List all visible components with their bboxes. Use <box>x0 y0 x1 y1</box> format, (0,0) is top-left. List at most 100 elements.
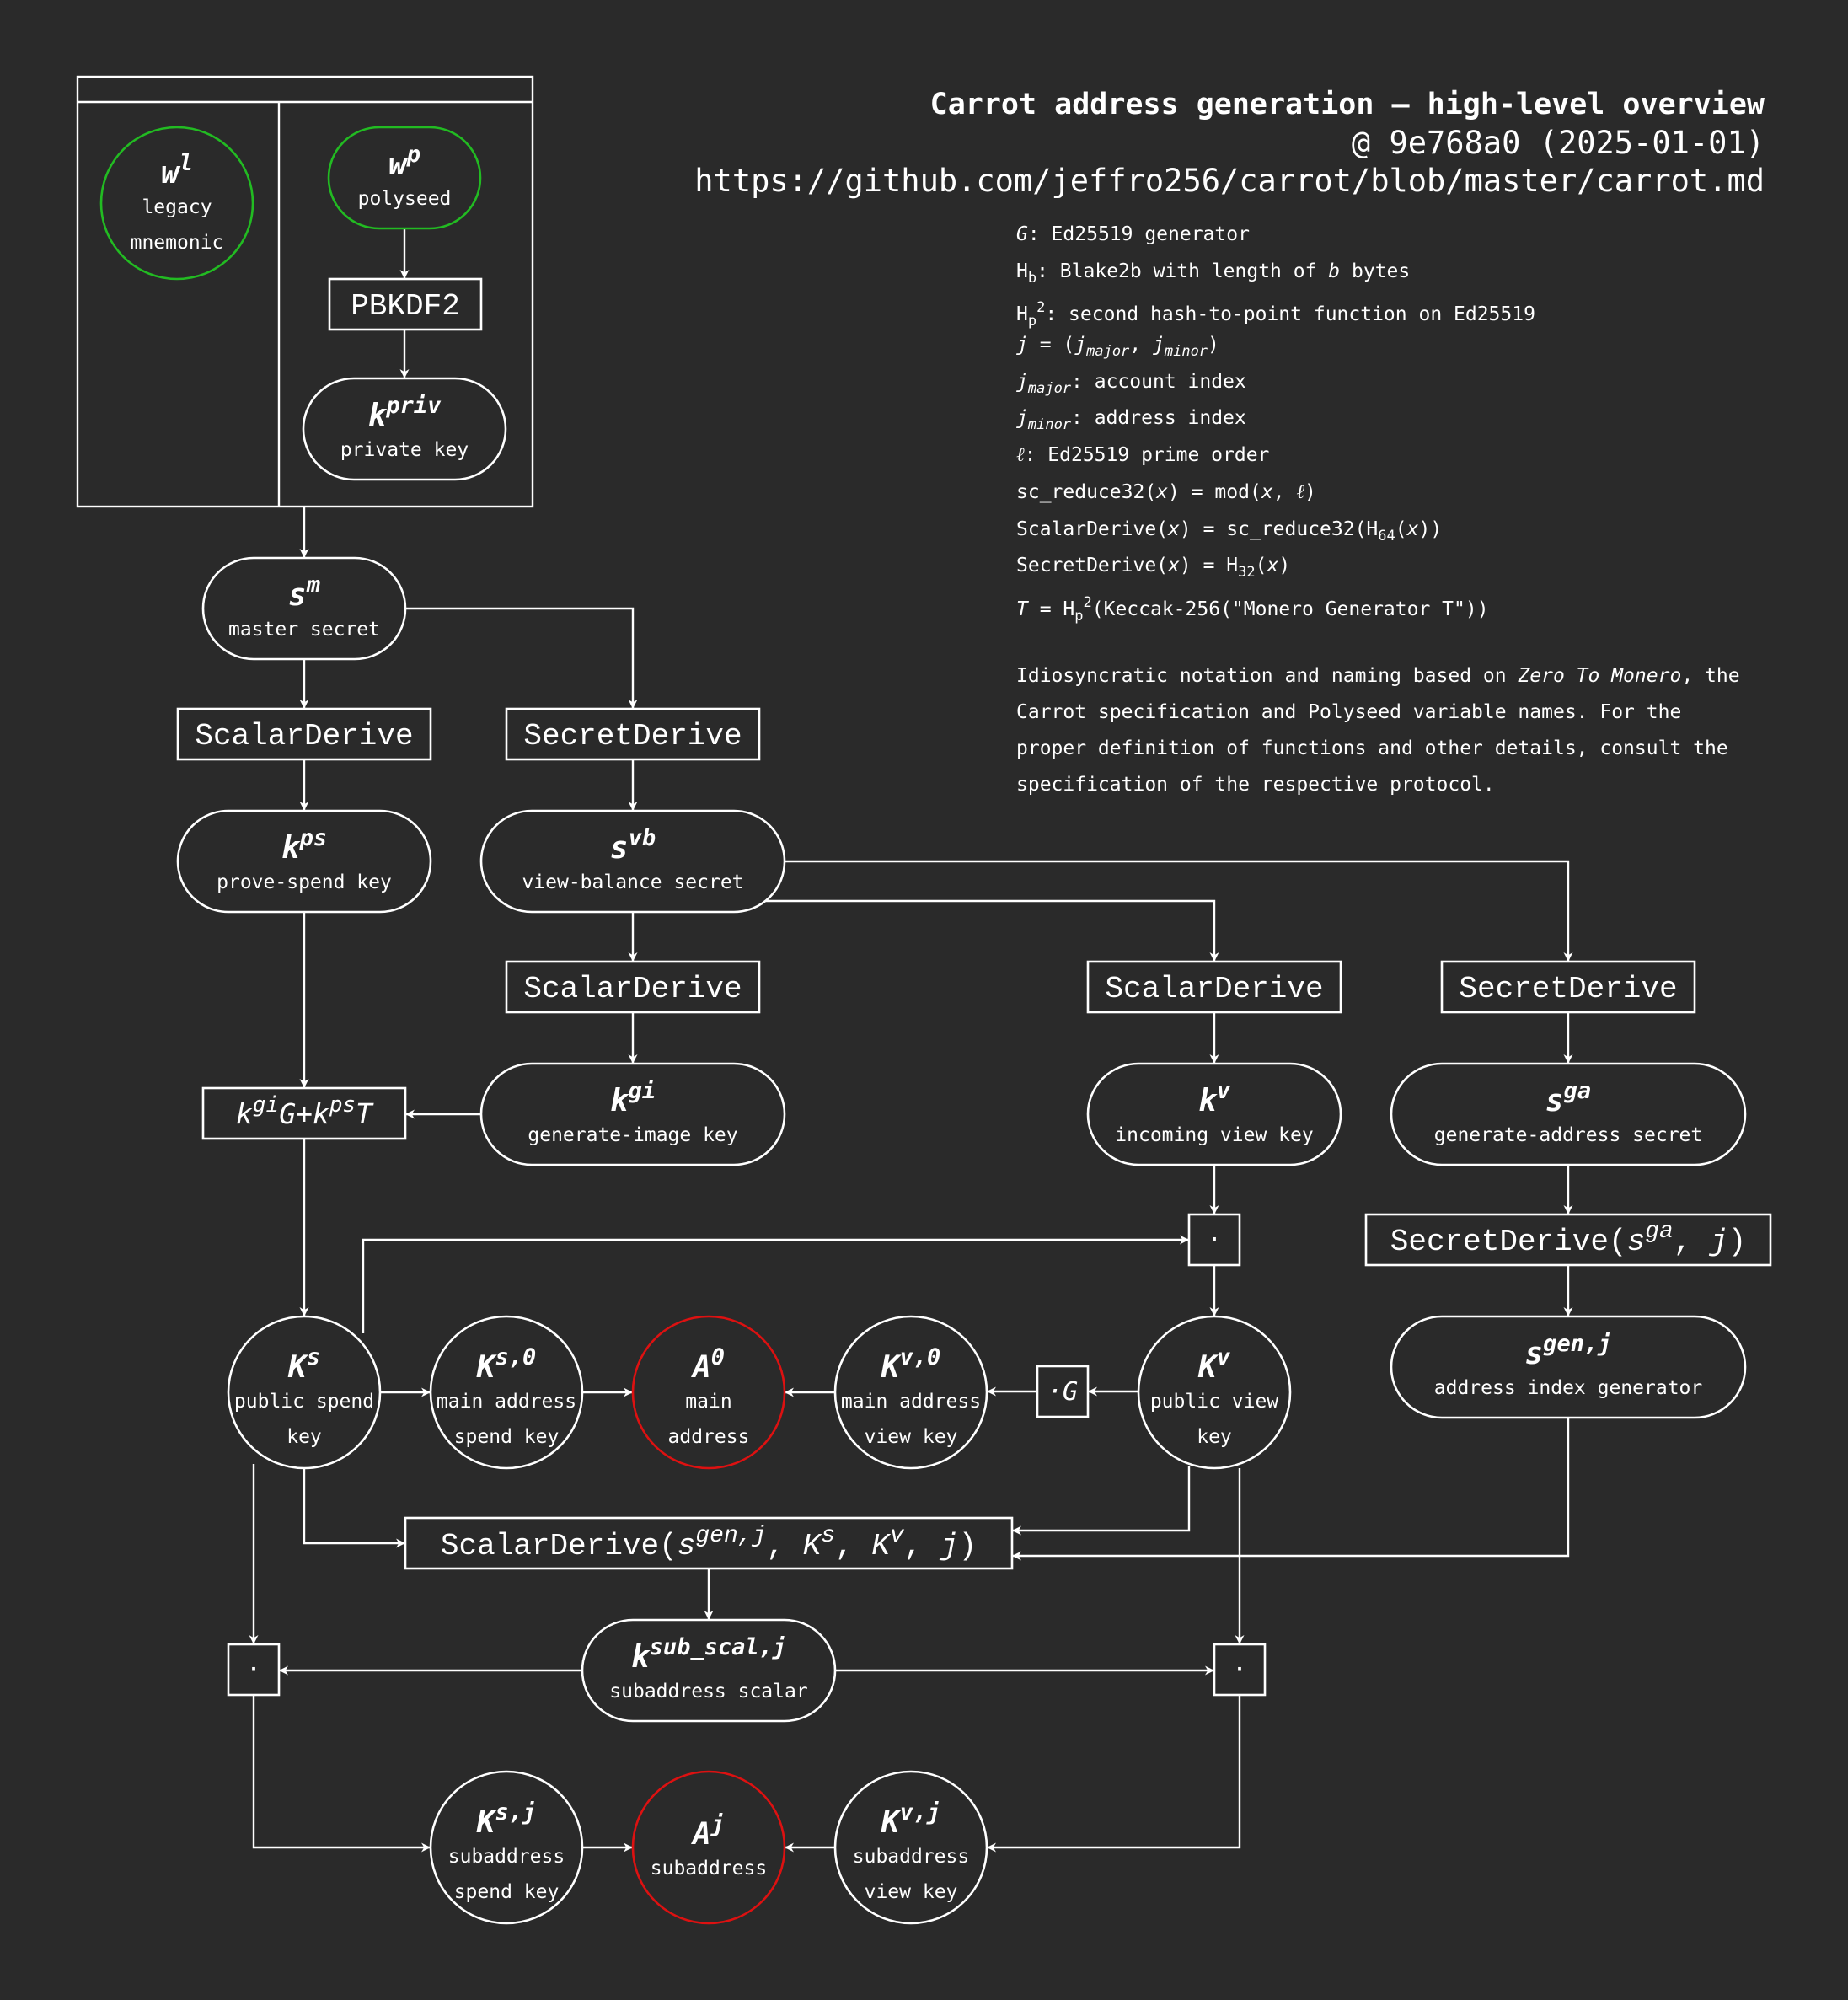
node-symbol: Kv <box>1197 1344 1231 1385</box>
node-label: private key <box>340 439 469 461</box>
node-label: generate-image key <box>528 1124 737 1146</box>
node-sm <box>201 556 407 661</box>
node-label: mnemonic <box>131 232 224 254</box>
notation-legend: G: Ed25519 generator Hb: Blake2b with le… <box>1016 222 1740 808</box>
node-label: view key <box>865 1881 958 1903</box>
flow-arrow <box>1012 1466 1191 1536</box>
image-key-combine-box <box>201 1086 407 1140</box>
multiply-box <box>227 1643 281 1697</box>
scalar-derive-box <box>176 707 432 761</box>
flow-arrow <box>405 607 638 709</box>
secret-derive-box <box>1440 960 1696 1014</box>
scalar-derive-box-label: ScalarDerive <box>1105 972 1323 1006</box>
node-label: subaddress <box>853 1846 969 1868</box>
secret-derive-box-label: SecretDerive <box>1459 972 1677 1006</box>
legend-line-j: j = (jmajor, jminor) <box>1016 334 1219 361</box>
pbkdf2-box <box>328 277 483 331</box>
scalar-derive-box-label: ScalarDerive <box>523 972 742 1006</box>
node-label: subaddress <box>651 1858 767 1879</box>
node-label: address <box>668 1426 750 1448</box>
node-label: subaddress <box>448 1846 565 1868</box>
node-label: generate-address secret <box>1434 1124 1703 1146</box>
multiply-box <box>1187 1213 1241 1267</box>
node-label: key <box>1197 1426 1232 1448</box>
multiply-generator-box-label: ·G <box>1047 1377 1078 1407</box>
legend-line-hb: Hb: Blake2b with length of b bytes <box>1016 260 1411 287</box>
notes-line: Carrot specification and Polyseed variab… <box>1016 700 1682 723</box>
legend-line-order: ℓ: Ed25519 prime order <box>1016 444 1270 467</box>
flow-arrow <box>987 1695 1241 1853</box>
node-symbol: Ks,0 <box>476 1344 536 1385</box>
node-symbol: kps <box>281 825 327 866</box>
node-symbol: kv <box>1198 1078 1231 1118</box>
node-symbol: Ks <box>287 1344 320 1385</box>
node-Kv0 <box>833 1315 988 1470</box>
secret-derive-sga-box <box>1364 1213 1772 1267</box>
flow-arrow <box>303 1468 405 1548</box>
node-Kvj <box>833 1770 988 1925</box>
node-label: legacy <box>142 196 212 218</box>
legend-line-generator: G: Ed25519 generator <box>1016 223 1250 245</box>
scalar-derive-box-label: ScalarDerive <box>195 719 413 753</box>
node-label: spend key <box>454 1426 560 1448</box>
node-wl <box>99 126 254 281</box>
node-Ks0 <box>429 1315 584 1470</box>
legend-line-t: T = Hp2(Keccak-256("Monero Generator T")… <box>1016 593 1489 625</box>
node-symbol: wp <box>388 142 420 182</box>
node-symbol: ksub_scal,j <box>631 1634 786 1675</box>
node-label: public spend <box>234 1391 374 1413</box>
node-Aj <box>631 1770 786 1925</box>
node-label: master secret <box>228 619 380 641</box>
legend-line-jminor: jminor: address index <box>1016 407 1246 434</box>
node-symbol: A0 <box>691 1344 725 1385</box>
node-symbol: Kv,0 <box>881 1344 940 1385</box>
node-symbol: sga <box>1545 1078 1591 1118</box>
notes-line: specification of the respective protocol… <box>1016 773 1495 796</box>
flow-arrow <box>751 899 1219 962</box>
node-svb <box>479 809 786 914</box>
legend-line-jmajor: jmajor: account index <box>1016 370 1246 397</box>
notes-paragraph: Idiosyncratic notation and naming based … <box>1016 663 1740 808</box>
notes-line: proper definition of functions and other… <box>1016 737 1728 759</box>
node-label: main <box>685 1391 731 1413</box>
secret-derive-box-label: SecretDerive <box>523 719 742 753</box>
node-Kv <box>1137 1315 1292 1470</box>
node-label: public view <box>1150 1391 1278 1413</box>
node-sgenj <box>1390 1315 1747 1419</box>
scalar-derive-box <box>505 960 761 1014</box>
node-symbol: sm <box>288 572 320 613</box>
node-label: key <box>287 1426 322 1448</box>
node-ksub <box>581 1618 837 1723</box>
node-symbol: kpriv <box>368 393 442 433</box>
node-label: spend key <box>454 1881 560 1903</box>
node-label: prove-spend key <box>217 871 392 893</box>
node-symbol: sgen,j <box>1525 1331 1612 1371</box>
node-symbol: kgi <box>610 1078 656 1118</box>
source-url: https://github.com/jeffro256/carrot/blob… <box>694 163 1765 199</box>
pbkdf2-box-label: PBKDF2 <box>351 289 460 324</box>
image-key-combine-label: kgiG+kpsT <box>236 1092 374 1130</box>
node-label: view-balance secret <box>522 871 743 893</box>
node-wp <box>327 126 482 230</box>
flow-arrow <box>1012 1418 1570 1561</box>
node-kpriv <box>302 377 507 481</box>
node-sga <box>1390 1062 1747 1166</box>
node-label: main address <box>437 1391 576 1413</box>
notes-line: Idiosyncratic notation and naming based … <box>1016 664 1740 687</box>
node-symbol: wl <box>161 150 193 190</box>
node-label: view key <box>865 1426 958 1448</box>
commit-reference: @ 9e768a0 (2025-01-01) <box>1351 125 1765 161</box>
node-Ksj <box>429 1770 584 1925</box>
secret-derive-box <box>505 707 761 761</box>
scalar-derive-box <box>1086 960 1342 1014</box>
node-kv <box>1086 1062 1342 1166</box>
legend-line-hp2: Hp2: second hash-to-point function on Ed… <box>1016 299 1535 330</box>
node-Ks <box>227 1315 382 1470</box>
node-kps <box>176 809 432 914</box>
secret-derive-sga-label: SecretDerive(sga, j) <box>1390 1219 1747 1259</box>
node-label: polyseed <box>358 188 452 210</box>
multiply-box <box>1213 1643 1267 1697</box>
multiply-generator-box <box>1036 1365 1090 1418</box>
